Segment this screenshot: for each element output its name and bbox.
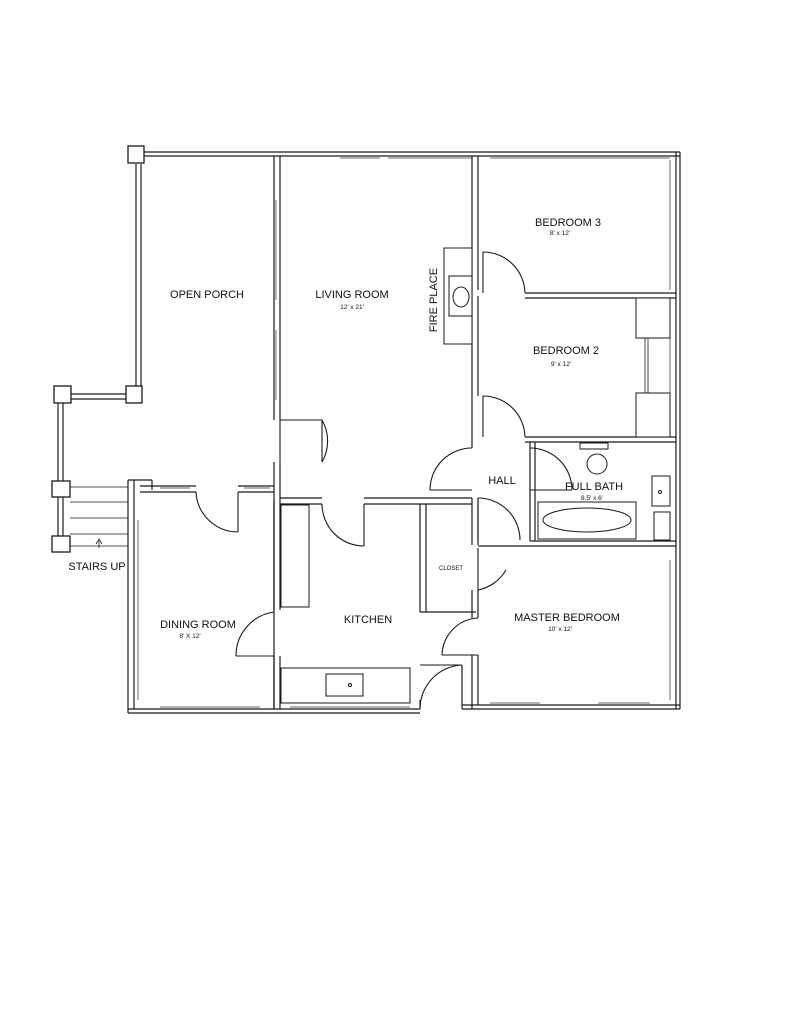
bedroom-2-label: BEDROOM 2: [533, 345, 599, 357]
living-room-label: LIVING ROOM: [315, 289, 388, 301]
toilet: [586, 453, 608, 475]
bedroom-3-label: BEDROOM 3: [535, 217, 601, 229]
kitchen-label: KITCHEN: [344, 614, 392, 626]
closet-label: CLOSET: [439, 566, 463, 572]
open-porch-label: OPEN PORCH: [170, 289, 244, 301]
kitchen-counter-left: [280, 504, 310, 608]
fire-place-label: FIRE PLACE: [428, 268, 440, 332]
dining-room-size: 8' X 12': [179, 633, 200, 640]
dining-room-label: DINING ROOM: [160, 619, 236, 631]
hall-label: HALL: [488, 475, 516, 487]
windows: [137, 157, 671, 708]
stairs-up-label: STAIRS UP: [68, 561, 125, 573]
exterior-walls: [127, 151, 681, 714]
interior-walls: [140, 156, 676, 709]
kitchen-sink: [325, 673, 364, 697]
labels: OPEN PORCH LIVING ROOM 12' x 21' FIRE PL…: [68, 217, 623, 640]
full-bath-size: 8.5' x 6': [581, 495, 603, 502]
full-bath-label: FULL BATH: [565, 481, 623, 493]
fixtures: [280, 247, 671, 704]
wardrobe: [635, 297, 671, 339]
doors: [195, 251, 573, 710]
bedroom-2-size: 9' x 12': [551, 361, 571, 368]
stairs: [70, 486, 128, 548]
master-bedroom-size: 10' x 12': [548, 626, 572, 633]
porch-railing: [51, 145, 145, 553]
bath-vanity: [579, 442, 609, 450]
master-bedroom-label: MASTER BEDROOM: [514, 612, 620, 624]
bedroom-3-size: 8' x 12': [550, 230, 570, 237]
living-room-size: 12' x 21': [340, 304, 364, 311]
